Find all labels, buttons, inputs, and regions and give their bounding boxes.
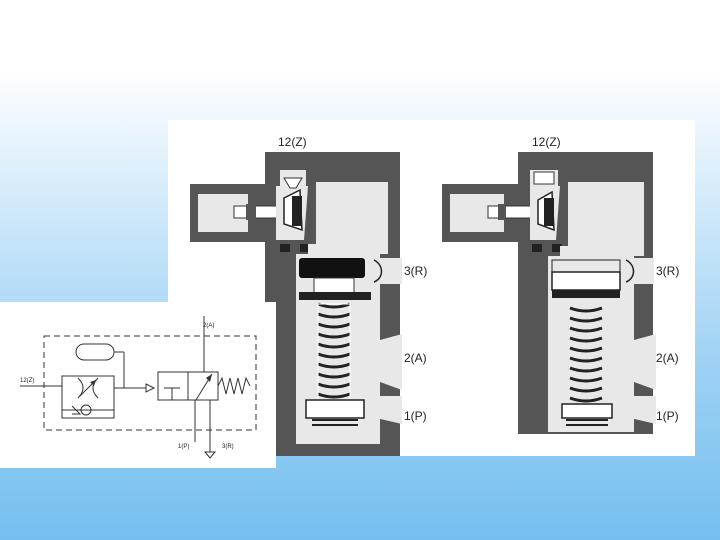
symbol-label-1: 1(P) — [178, 444, 189, 450]
pneumatic-symbol-panel: 2(A) 12(Z) 1(P) 3(R) — [0, 302, 276, 468]
right-valve-pilot-chamber — [568, 182, 644, 246]
left-valve-label-2: 2(A) — [404, 351, 427, 365]
right-valve-inlet-port — [630, 396, 656, 424]
right-valve-pilot-nozzle — [533, 171, 555, 185]
left-valve-piston — [299, 258, 365, 278]
left-valve-pilot-nozzle — [283, 177, 303, 189]
left-valve-rod — [313, 277, 355, 295]
left-valve-outlet-port — [380, 334, 402, 390]
symbol-spring — [217, 376, 251, 395]
right-valve-label-12: 12(Z) — [532, 135, 561, 149]
right-valve: 12(Z) 3(R) 2(A) 1(P) — [442, 135, 679, 434]
right-valve-label-3: 3(R) — [656, 264, 679, 278]
left-valve-stem-collar — [246, 204, 256, 220]
right-valve-actuator-stem — [487, 205, 533, 219]
symbol-check-seat — [71, 405, 82, 415]
left-valve-seal-b — [300, 244, 310, 252]
left-valve-seal-a — [280, 244, 290, 252]
left-valve-rod-flange — [299, 292, 371, 300]
left-valve-pilot-chamber — [316, 182, 388, 244]
right-valve-outlet-port — [634, 334, 656, 390]
left-valve-diaphragm-seat — [292, 196, 302, 226]
symbol-label-12: 12(Z) — [20, 378, 34, 384]
left-valve-label-12: 12(Z) — [278, 135, 307, 149]
right-valve-label-1: 1(P) — [656, 409, 679, 423]
right-valve-poppet — [561, 403, 613, 419]
left-valve-shoulder — [308, 244, 388, 254]
right-valve-rod-flange — [552, 290, 620, 298]
symbol-exhaust-symbol — [203, 451, 217, 459]
right-valve-shoulder — [560, 246, 644, 256]
left-valve-poppet — [305, 399, 365, 419]
symbol-throttle-arrowhead — [90, 380, 96, 386]
left-valve-poppet-coils — [312, 419, 358, 426]
left-valve-label-3: 3(R) — [404, 264, 427, 278]
symbol-label-3: 3(R) — [222, 444, 234, 450]
valve-cross-section-panel: 12(Z) 3(R) 2(A) 1(P) — [168, 120, 695, 456]
left-valve-inlet-port — [376, 396, 402, 424]
right-valve-seal-b — [552, 244, 562, 252]
symbol-dashed-boundary — [43, 335, 257, 431]
left-valve-label-1: 1(P) — [404, 409, 427, 423]
left-valve: 12(Z) 3(R) 2(A) 1(P) — [190, 135, 427, 456]
symbol-throttle-check-box — [61, 375, 115, 419]
pneumatic-symbol-drawing: 2(A) 12(Z) 1(P) 3(R) — [20, 316, 257, 459]
symbol-pilot-triangle — [145, 383, 156, 393]
right-valve-piston — [551, 259, 621, 273]
right-valve-label-2: 2(A) — [656, 351, 679, 365]
right-valve-seal-a — [532, 244, 542, 252]
right-valve-spring — [569, 306, 603, 403]
symbol-valve-arrowhead — [206, 374, 212, 382]
symbol-throttle — [77, 377, 99, 399]
left-valve-exhaust-seal — [373, 259, 383, 283]
right-valve-exhaust-seal — [625, 259, 635, 283]
valve-cross-section-drawing: 12(Z) 3(R) 2(A) 1(P) — [190, 135, 679, 456]
right-valve-diaphragm-seat — [544, 198, 554, 226]
right-valve-piston-cap — [551, 271, 621, 291]
symbol-reservoir — [75, 343, 115, 361]
right-valve-stem-collar — [498, 204, 506, 220]
symbol-label-2: 2(A) — [203, 323, 214, 329]
right-valve-poppet-coils — [566, 419, 608, 426]
